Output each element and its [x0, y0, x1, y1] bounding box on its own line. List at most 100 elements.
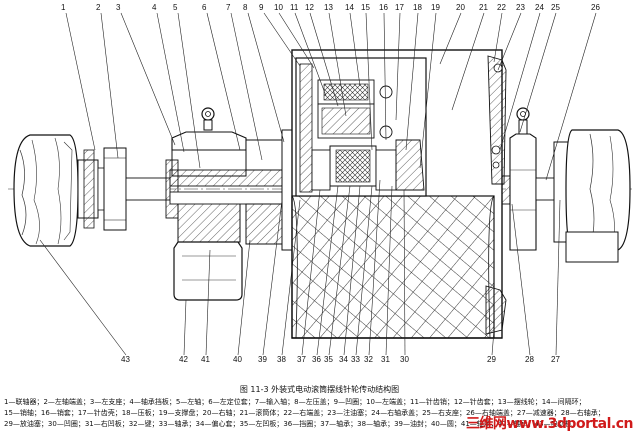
callout-31: 31	[381, 355, 390, 364]
callout-20: 20	[456, 3, 465, 12]
callout-9: 9	[259, 3, 264, 12]
callout-29: 29	[487, 355, 496, 364]
callout-25: 25	[551, 3, 560, 12]
leader-line-42	[183, 299, 187, 356]
leader-line-35	[328, 185, 351, 356]
leader-line-39	[262, 199, 283, 356]
leader-line-3	[120, 12, 176, 146]
leader-line-24	[499, 12, 541, 151]
leader-line-19	[419, 12, 437, 169]
left-shaft	[125, 177, 171, 201]
leader-line-41	[205, 249, 211, 356]
callout-17: 17	[395, 3, 404, 12]
figure-caption: 图 11-3 外装式电动滚筒摆线针轮传动结构图	[239, 385, 400, 394]
right-end-assembly	[485, 55, 555, 335]
callout-34: 34	[339, 355, 348, 364]
leader-line-9	[263, 12, 301, 67]
callout-7: 7	[226, 3, 231, 12]
leader-line-36	[316, 185, 339, 356]
input-shaft-assembly	[169, 129, 293, 251]
callout-30: 30	[400, 355, 409, 364]
leader-line-4	[156, 12, 185, 153]
callout-22: 22	[497, 3, 506, 12]
legend-line-3: 29—放油塞；30—凹圈；31—右凹板；32—键；33—轴承；34—偏心套；35…	[4, 420, 572, 428]
site-watermark: 三维网www.3dportal.cn	[465, 416, 634, 432]
leader-line-27	[555, 199, 561, 356]
leader-line-28	[511, 203, 531, 356]
callout-35: 35	[324, 355, 333, 364]
callout-41: 41	[201, 355, 210, 364]
leader-line-40	[237, 239, 251, 356]
leader-line-5	[177, 12, 201, 169]
left-motor-body	[13, 134, 79, 247]
callout-5: 5	[173, 3, 178, 12]
leader-line-18	[405, 12, 419, 151]
callout-32: 32	[364, 355, 373, 364]
callout-42: 42	[179, 355, 188, 364]
callout-8: 8	[243, 3, 248, 12]
leader-line-30	[403, 189, 406, 356]
callout-6: 6	[202, 3, 207, 12]
callout-37: 37	[297, 355, 306, 364]
callout-27: 27	[551, 355, 560, 364]
callout-23: 23	[516, 3, 525, 12]
leader-line-32	[368, 179, 381, 356]
leader-line-8	[247, 12, 285, 143]
callout-21: 21	[479, 3, 488, 12]
legend-line-2: 15—销轴；16—销套；17—针齿壳；18—压板；19—支撑盘；20—右轴；21…	[4, 409, 605, 417]
leader-line-1	[65, 12, 96, 151]
leader-line-37	[301, 189, 321, 356]
callout-15: 15	[361, 3, 370, 12]
callout-38: 38	[277, 355, 286, 364]
callout-26: 26	[591, 3, 600, 12]
leader-line-21	[451, 12, 485, 111]
leader-line-15	[365, 12, 373, 151]
callout-4: 4	[152, 3, 157, 12]
leader-line-6	[206, 12, 241, 151]
callout-39: 39	[258, 355, 267, 364]
callout-19: 19	[431, 3, 440, 12]
right-motor-body	[553, 129, 631, 263]
leader-line-7	[230, 12, 263, 161]
leader-line-23	[497, 12, 522, 71]
callout-16: 16	[379, 3, 388, 12]
leader-line-33	[355, 185, 373, 356]
callout-12: 12	[305, 3, 314, 12]
left-coupling	[77, 147, 127, 231]
callout-3: 3	[116, 3, 121, 12]
leader-line-11	[294, 12, 327, 97]
leader-line-13	[328, 12, 347, 117]
leader-line-17	[395, 12, 401, 121]
left-support	[165, 107, 247, 301]
leader-line-14	[349, 12, 361, 87]
callout-10: 10	[274, 3, 283, 12]
leader-line-25	[519, 12, 557, 133]
leader-line-12	[309, 12, 339, 107]
legend-line-1: 1—联轴器；2—左轴端盖；3—左支座；4—轴承挡板；5—左轴；6—左定位套；7—…	[4, 398, 586, 406]
leader-line-26	[545, 12, 597, 181]
callout-18: 18	[413, 3, 422, 12]
callout-1: 1	[61, 3, 66, 12]
callout-14: 14	[345, 3, 354, 12]
callout-2: 2	[96, 3, 101, 12]
callout-33: 33	[351, 355, 360, 364]
callout-43: 43	[121, 355, 130, 364]
leader-line-10	[278, 12, 315, 69]
leader-line-22	[493, 12, 503, 63]
callout-11: 11	[290, 3, 299, 12]
leader-line-20	[439, 12, 462, 65]
callout-36: 36	[312, 355, 321, 364]
leader-line-31	[385, 185, 393, 356]
leader-line-34	[343, 185, 361, 356]
callout-24: 24	[535, 3, 544, 12]
leader-line-38	[281, 199, 301, 356]
callout-leaders	[39, 12, 597, 356]
callout-28: 28	[525, 355, 534, 364]
cycloidal-gearbox	[295, 57, 427, 197]
leader-line-16	[383, 12, 387, 141]
callout-13: 13	[324, 3, 333, 12]
leader-line-2	[100, 12, 119, 159]
leader-line-43	[39, 239, 127, 356]
